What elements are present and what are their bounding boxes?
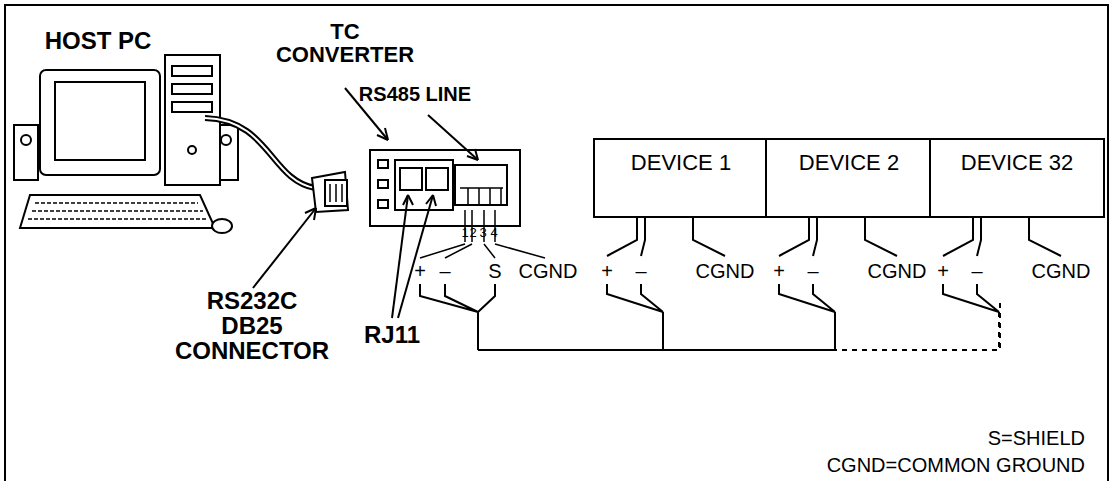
frame — [5, 5, 1108, 481]
title-label: HOST PC — [45, 28, 152, 53]
pin-number: 3 — [479, 226, 486, 240]
signal-name: + — [773, 261, 785, 282]
part-label: RJ11 — [364, 322, 420, 347]
legend-note: S=SHIELD — [988, 428, 1085, 449]
signal-name: CGND — [1032, 261, 1091, 282]
pin-number: 4 — [490, 226, 497, 240]
device-label: DEVICE 32 — [931, 140, 1103, 176]
signal-name: CGND — [519, 261, 578, 282]
signal-name: – — [807, 261, 818, 282]
signal-name: + — [414, 261, 426, 282]
device-label: DEVICE 1 — [595, 140, 767, 176]
signal-name: + — [601, 261, 613, 282]
device-box: DEVICE 2 — [765, 138, 933, 218]
part-label: RS485 LINE — [359, 84, 471, 105]
signal-name: + — [937, 261, 949, 282]
part-label: RS232C DB25 CONNECTOR — [175, 288, 329, 364]
signal-name: S — [488, 261, 501, 282]
signal-name: – — [635, 261, 646, 282]
signal-name: CGND — [868, 261, 927, 282]
pin-number: 1 — [461, 226, 468, 240]
signal-name: – — [971, 261, 982, 282]
pin-number: 2 — [469, 226, 476, 240]
legend-note: CGND=COMMON GROUND — [827, 455, 1085, 476]
part-label: TC CONVERTER — [276, 20, 414, 66]
signal-name: CGND — [696, 261, 755, 282]
device-box: DEVICE 32 — [929, 138, 1105, 218]
device-label: DEVICE 2 — [767, 140, 931, 176]
device-box: DEVICE 1 — [593, 138, 769, 218]
signal-name: – — [439, 261, 450, 282]
